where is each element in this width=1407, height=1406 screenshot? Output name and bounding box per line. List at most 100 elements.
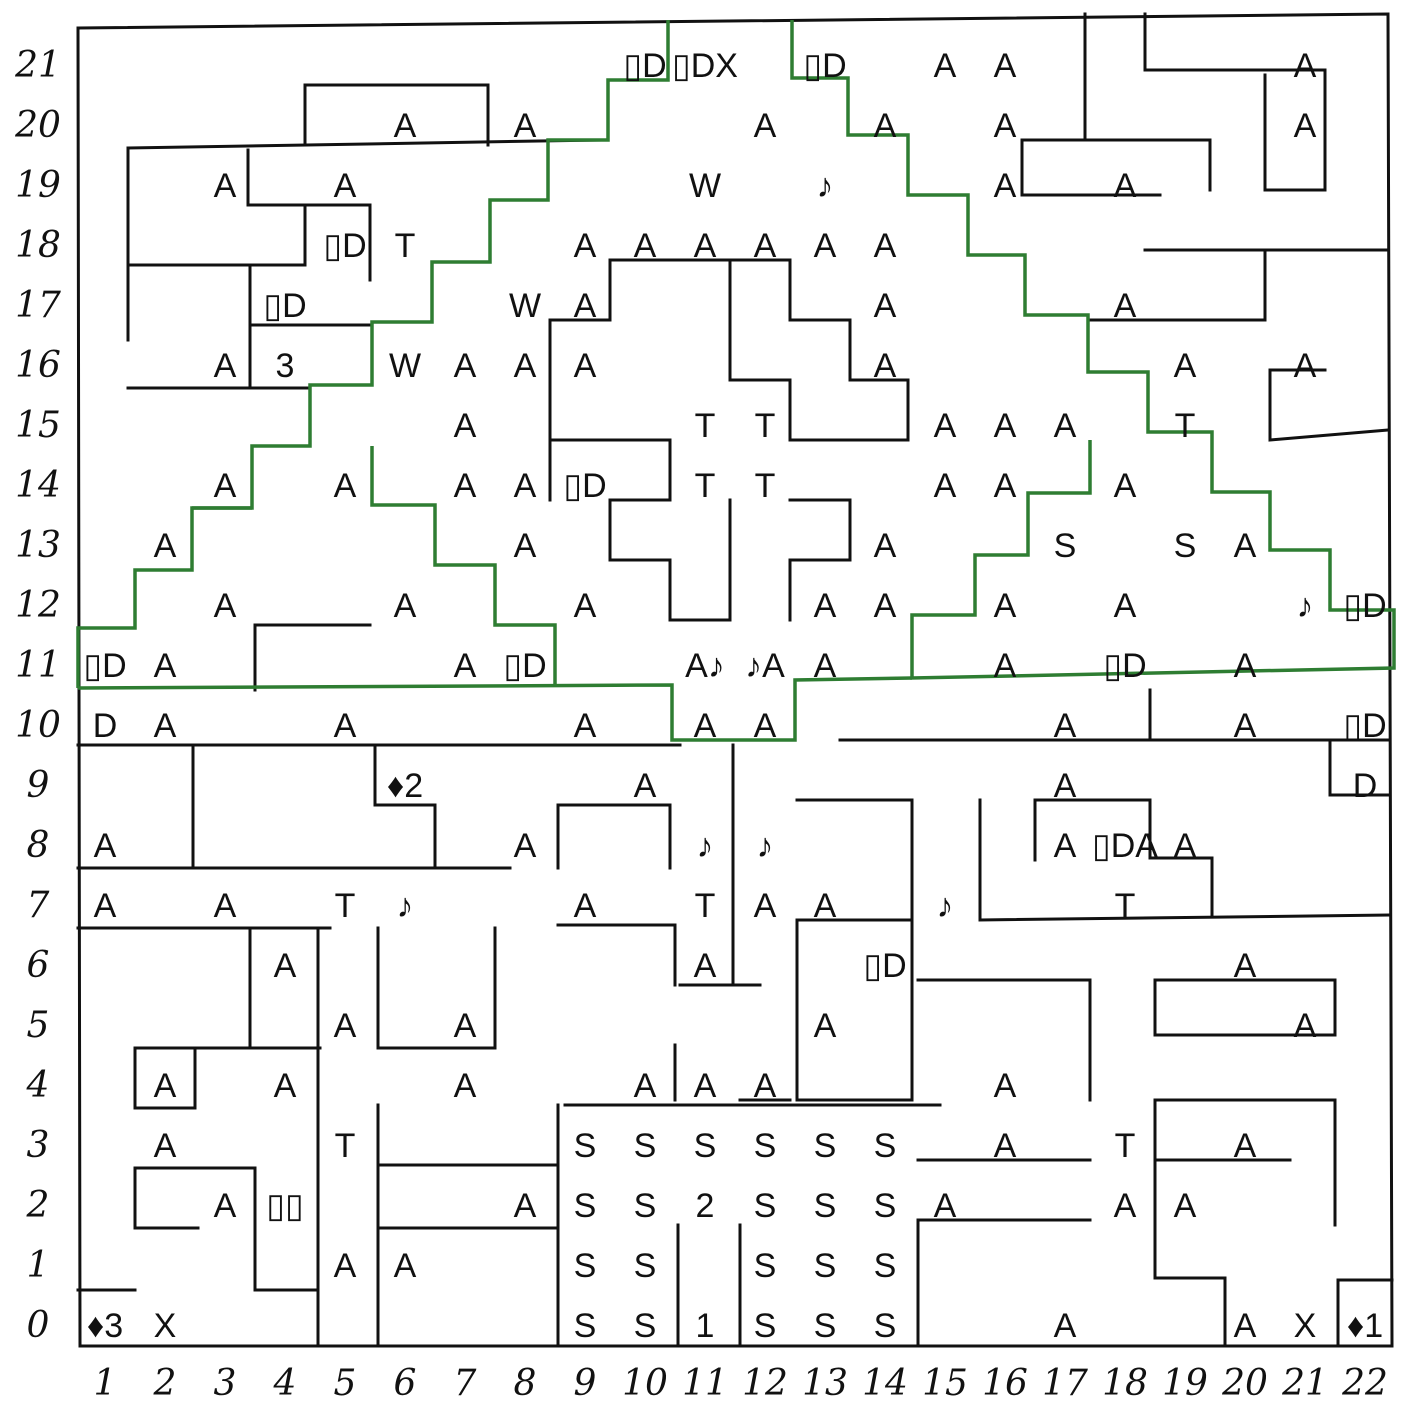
cell-symbol: A: [514, 347, 537, 385]
cell-symbol: S: [634, 1247, 657, 1285]
cell-symbol: A: [994, 47, 1017, 85]
wall: [135, 1168, 255, 1290]
cell-symbol: A: [214, 587, 237, 625]
cell-symbol: S: [634, 1187, 657, 1225]
cell-symbol: ▯D: [323, 227, 366, 265]
wall: [378, 1105, 558, 1345]
cell-symbol: A: [1114, 167, 1137, 205]
cell-symbol: A: [1114, 287, 1137, 325]
row-label: 16: [15, 345, 61, 386]
column-label: 8: [514, 1363, 537, 1404]
cell-symbol: A: [1054, 827, 1077, 865]
row-label: 7: [27, 885, 50, 926]
cell-symbol: A: [1234, 1307, 1257, 1345]
cell-symbol: ▯D: [263, 287, 306, 325]
cell-symbol: A: [214, 1187, 237, 1225]
cell-symbol: A: [94, 827, 117, 865]
cell-symbol: A: [634, 767, 657, 805]
cell-symbol: A♪: [685, 647, 725, 685]
cell-symbol: A: [154, 1067, 177, 1105]
cell-symbol: ♪: [757, 827, 774, 865]
cell-symbol: ♦1: [1347, 1307, 1383, 1345]
cell-symbol: A: [454, 407, 477, 445]
cell-symbol: 3: [276, 347, 295, 385]
cell-symbol: A: [214, 887, 237, 925]
cell-symbol: ♪: [397, 887, 414, 925]
cell-symbol: ♪: [817, 167, 834, 205]
column-label: 12: [742, 1363, 788, 1404]
cell-symbol: A: [1174, 827, 1197, 865]
cell-symbol: D: [1353, 767, 1378, 805]
cell-symbol: A: [814, 887, 837, 925]
cell-symbol: A: [394, 1247, 417, 1285]
cell-symbol: A: [994, 1127, 1017, 1165]
row-label: 11: [15, 645, 61, 686]
column-label: 5: [334, 1363, 357, 1404]
wall: [78, 690, 1388, 745]
cell-symbol: A: [334, 1247, 357, 1285]
cell-symbol: ▯D: [83, 647, 126, 685]
cell-symbol: S: [814, 1247, 837, 1285]
cell-symbol: S: [874, 1187, 897, 1225]
cell-symbol: S: [634, 1307, 657, 1345]
cell-symbol: A: [334, 167, 357, 205]
cell-symbol: D: [93, 707, 118, 745]
cell-symbol: A: [874, 107, 897, 145]
cell-symbol: A: [454, 467, 477, 505]
cell-symbol: A: [454, 1067, 477, 1105]
cell-symbol: A: [574, 707, 597, 745]
cell-symbol: A: [514, 107, 537, 145]
route-line: [192, 446, 555, 685]
cell-symbol: A: [514, 1187, 537, 1225]
cell-symbol: T: [1115, 1127, 1136, 1165]
wall: [378, 928, 495, 1048]
cell-symbol: ♪: [1297, 587, 1314, 625]
cell-symbol: X: [1294, 1307, 1317, 1345]
cell-symbol: A: [574, 587, 597, 625]
column-label: 17: [1042, 1363, 1088, 1404]
row-label: 6: [27, 945, 50, 986]
cell-symbol: A: [814, 1007, 837, 1045]
cell-symbol: ▯▯: [266, 1187, 303, 1225]
cell-symbol: ♪: [697, 827, 714, 865]
cell-symbol: A: [1294, 47, 1317, 85]
cell-symbol: A: [1234, 527, 1257, 565]
cell-symbol: ♪: [937, 887, 954, 925]
row-label: 10: [15, 705, 61, 746]
cell-symbol: A: [874, 227, 897, 265]
cell-symbol: A: [694, 707, 717, 745]
cell-symbol: A: [994, 407, 1017, 445]
cell-symbol: A: [1174, 1187, 1197, 1225]
cell-symbol: W: [509, 287, 541, 325]
wall: [375, 745, 435, 868]
cell-symbol: A: [934, 1187, 957, 1225]
cell-symbol: A: [514, 827, 537, 865]
cell-symbol: A: [214, 467, 237, 505]
cell-symbol: A: [574, 347, 597, 385]
row-label: 17: [15, 285, 61, 326]
cell-symbol: A: [994, 467, 1017, 505]
cell-symbol: ▯D: [1343, 587, 1386, 625]
wall: [1085, 14, 1325, 190]
cell-symbol: A: [694, 1067, 717, 1105]
cell-symbol: T: [695, 467, 716, 505]
cell-symbol: S: [574, 1247, 597, 1285]
cell-symbol: A: [694, 947, 717, 985]
cell-symbol: A: [154, 707, 177, 745]
cell-symbol: ♦2: [387, 767, 423, 805]
cell-symbol: A: [154, 1127, 177, 1165]
cell-symbol: T: [1175, 407, 1196, 445]
cell-symbol: A: [214, 347, 237, 385]
cell-symbol: W: [389, 347, 421, 385]
row-label: 13: [15, 525, 61, 566]
cell-symbol: S: [874, 1127, 897, 1165]
wall: [250, 265, 370, 388]
cell-symbol: T: [755, 467, 776, 505]
cell-symbol: X: [154, 1307, 177, 1345]
cell-symbol: A: [1294, 1007, 1317, 1045]
column-label: 16: [982, 1363, 1028, 1404]
column-label: 11: [682, 1363, 728, 1404]
row-label: 2: [26, 1185, 50, 1226]
cell-symbol: A: [814, 587, 837, 625]
